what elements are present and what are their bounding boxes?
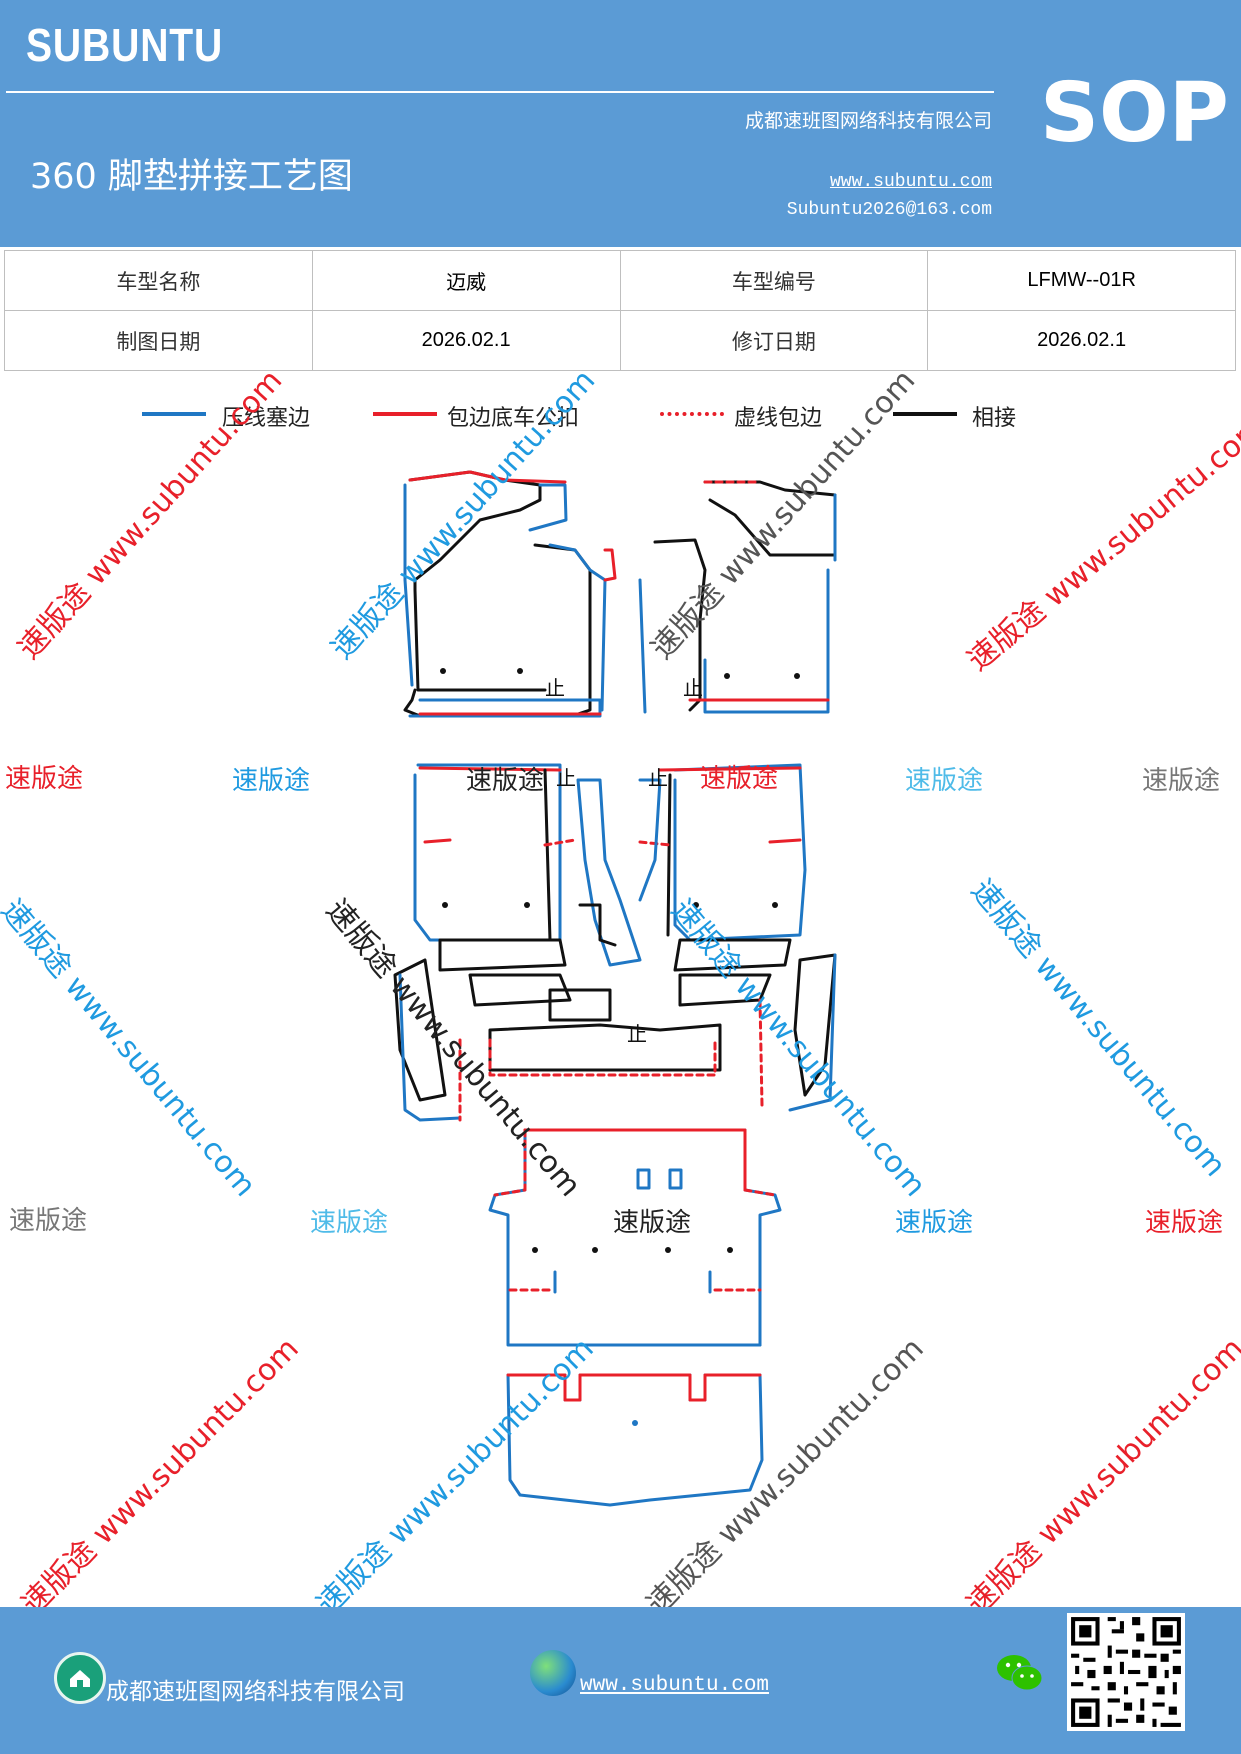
- revise-date-label: 修订日期: [619, 310, 929, 371]
- draw-date-value: 2026.02.1: [311, 310, 621, 371]
- tunnel-mat: [438, 778, 792, 1077]
- website-link[interactable]: www.subuntu.com: [829, 172, 992, 192]
- footer-company: 成都速班图网络科技有限公司: [106, 1679, 405, 1705]
- header-divider: [6, 91, 994, 93]
- watermark: 速版途: [5, 764, 84, 794]
- watermark: 速版途: [1145, 1208, 1224, 1238]
- home-icon: [54, 1652, 106, 1704]
- draw-date-label: 制图日期: [4, 310, 313, 371]
- watermark: 速版途: [613, 1208, 692, 1238]
- legend-swatch-red: [373, 412, 437, 416]
- qr-code: [1067, 1613, 1185, 1731]
- rear-floor-mat: [488, 1128, 782, 1347]
- brand-logo: SUBUNTU: [26, 19, 224, 71]
- email-address: Subuntu2026@163.com: [786, 200, 992, 220]
- legend: 压线塞边 包边底车公扣 虚线包边 相接: [0, 398, 1241, 438]
- legend-label: 虚线包边: [734, 406, 823, 431]
- header-banner: [0, 0, 1241, 247]
- model-name-label: 车型名称: [4, 250, 313, 311]
- front-left-mat: [403, 470, 617, 718]
- table-row: 制图日期 2026.02.1 修订日期 2026.02.1: [4, 310, 1236, 371]
- sop-badge: SOP: [1040, 66, 1229, 161]
- globe-icon: [530, 1650, 576, 1696]
- watermark: 速版途: [1142, 766, 1221, 796]
- floor-mat-diagram: [393, 470, 837, 1507]
- stop-marker: 止: [556, 766, 576, 790]
- footer-website-link[interactable]: www.subuntu.com: [580, 1674, 770, 1697]
- watermark: 速版途: [895, 1208, 974, 1238]
- legend-label: 压线塞边: [222, 406, 311, 431]
- legend-label: 包边底车公扣: [447, 406, 580, 431]
- model-name-value: 迈威: [311, 250, 621, 311]
- watermark: 速版途: [700, 764, 779, 794]
- legend-swatch-blue: [142, 412, 206, 416]
- watermark: 速版途: [232, 766, 311, 796]
- side-trims: [393, 953, 837, 1122]
- stop-marker: 止: [683, 676, 703, 700]
- legend-swatch-red-dashed: [660, 412, 724, 416]
- middle-right-mat: [638, 763, 807, 942]
- page-title: 360 脚垫拼接工艺图: [30, 157, 353, 197]
- stop-marker: 止: [627, 1022, 647, 1046]
- watermark: 速版途: [466, 766, 545, 796]
- watermark: 速版途: [9, 1206, 88, 1236]
- stop-marker: 止: [545, 676, 565, 700]
- front-right-mat: [638, 480, 837, 714]
- wechat-icon: [996, 1652, 1044, 1694]
- watermark: 速版途: [310, 1208, 389, 1238]
- company-name: 成都速班图网络科技有限公司: [744, 110, 992, 132]
- table-row: 车型名称 迈威 车型编号 LFMW--01R: [4, 250, 1236, 311]
- legend-label: 相接: [972, 406, 1017, 431]
- legend-swatch-black: [893, 412, 957, 416]
- model-code-label: 车型编号: [619, 250, 929, 311]
- watermark: 速版途: [905, 766, 984, 796]
- model-code-value: LFMW--01R: [927, 250, 1236, 311]
- revise-date-value: 2026.02.1: [927, 310, 1236, 371]
- trunk-mat: [506, 1373, 764, 1507]
- stop-marker: 止: [648, 766, 668, 790]
- info-table: 车型名称 迈威 车型编号 LFMW--01R 制图日期 2026.02.1 修订…: [4, 250, 1236, 371]
